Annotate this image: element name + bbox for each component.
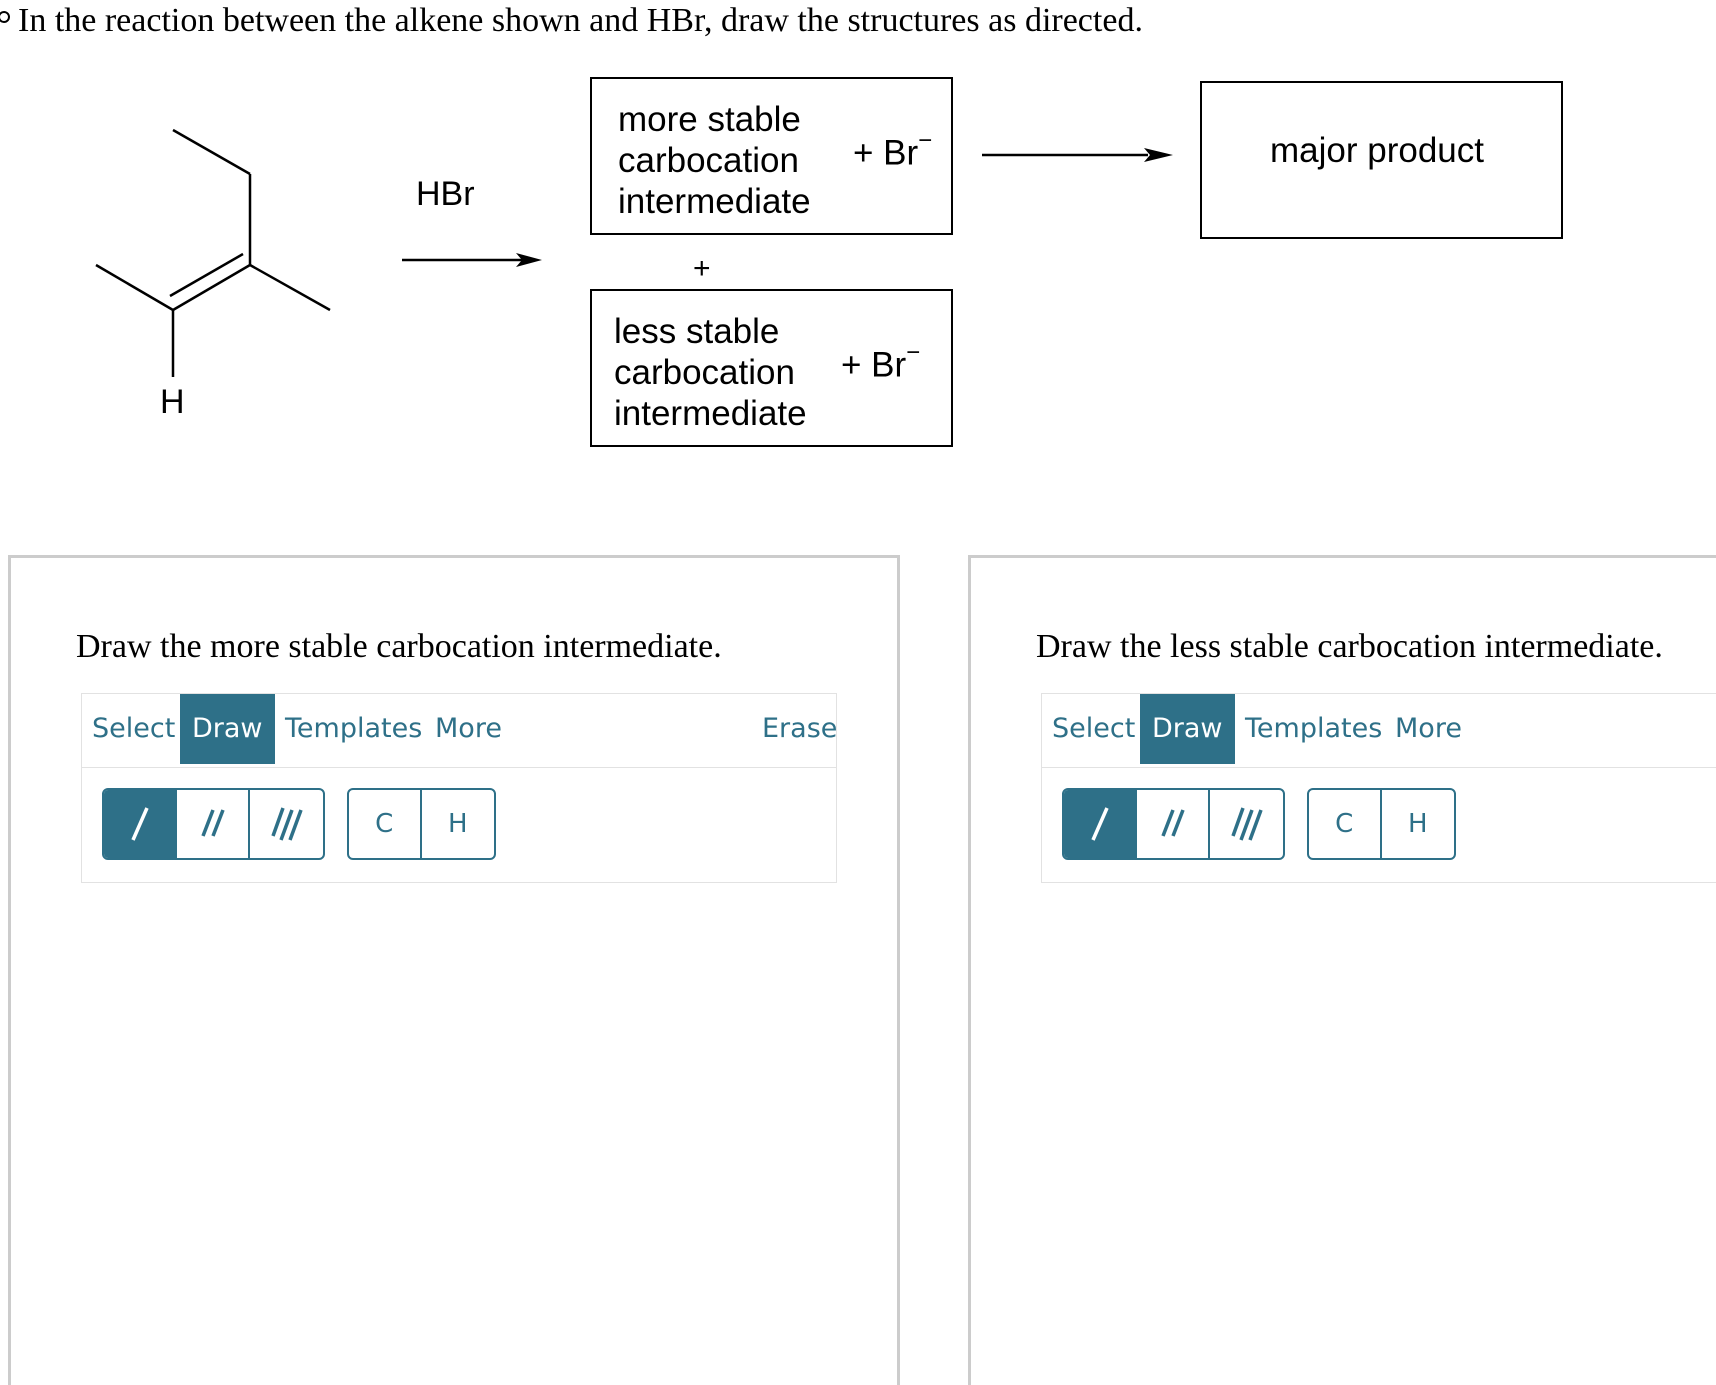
bond-ethyl-terminal bbox=[172, 128, 251, 176]
tab-templates[interactable]: Templates bbox=[1245, 713, 1383, 744]
sketcher-toolbar: Select Draw Templates More bbox=[1041, 693, 1716, 768]
tab-draw[interactable]: Draw bbox=[1140, 694, 1235, 764]
tab-select[interactable]: Select bbox=[1052, 713, 1136, 744]
triple-bond-icon bbox=[1230, 807, 1263, 841]
bond-methyl-left bbox=[95, 263, 174, 312]
more-stable-label: more stable carbocation intermediate bbox=[618, 100, 811, 221]
drawing-panel-less-stable: Draw the less stable carbocation interme… bbox=[968, 555, 1716, 1385]
hydrogen-atom-button[interactable]: H bbox=[1407, 809, 1428, 839]
bond-tool-group bbox=[1062, 788, 1285, 860]
double-bond-button[interactable] bbox=[1137, 790, 1210, 858]
more-stable-box: more stable carbocation intermediate + B… bbox=[590, 77, 953, 235]
bromide-ion: + Br− bbox=[841, 339, 921, 385]
tab-more[interactable]: More bbox=[1395, 713, 1462, 744]
carbon-atom-button[interactable]: C bbox=[349, 790, 422, 858]
bromide-ion: + Br− bbox=[853, 127, 933, 173]
double-bond-icon bbox=[1160, 809, 1185, 837]
bond-double-outer bbox=[172, 263, 251, 312]
major-product-box: major product bbox=[1200, 81, 1563, 239]
tab-more[interactable]: More bbox=[435, 713, 502, 744]
bond-tool-group bbox=[102, 788, 325, 860]
plus-sign: + bbox=[693, 252, 711, 285]
single-bond-button[interactable] bbox=[104, 790, 177, 858]
question-text: In the reaction between the alkene shown… bbox=[0, 2, 1143, 40]
draw-tools-bar: C H bbox=[1041, 768, 1716, 883]
bond-methyl-right bbox=[249, 263, 331, 312]
atom-tool-group: C H bbox=[347, 788, 496, 860]
less-stable-label: less stable carbocation intermediate bbox=[614, 312, 807, 433]
reagent-label: HBr bbox=[416, 175, 475, 213]
carbon-atom-button[interactable]: C bbox=[1309, 790, 1382, 858]
erase-button[interactable]: Erase bbox=[762, 713, 838, 744]
bullet-icon bbox=[0, 11, 10, 24]
less-stable-box: less stable carbocation intermediate + B… bbox=[590, 289, 953, 447]
triple-bond-button[interactable] bbox=[250, 790, 323, 858]
double-bond-button[interactable] bbox=[177, 790, 250, 858]
tab-select[interactable]: Select bbox=[92, 713, 176, 744]
tab-draw[interactable]: Draw bbox=[180, 694, 275, 764]
product-arrow-icon bbox=[982, 148, 1173, 162]
single-bond-icon bbox=[130, 807, 149, 841]
hydrogen-atom-button[interactable]: H bbox=[447, 809, 468, 839]
triple-bond-button[interactable] bbox=[1210, 790, 1283, 858]
atom-tool-group: C H bbox=[1307, 788, 1456, 860]
triple-bond-icon bbox=[270, 807, 303, 841]
sketcher-toolbar: Select Draw Templates More Erase bbox=[81, 693, 837, 768]
drawing-panel-more-stable: Draw the more stable carbocation interme… bbox=[8, 555, 900, 1385]
double-bond-icon bbox=[200, 809, 225, 837]
panel-title: Draw the less stable carbocation interme… bbox=[1036, 628, 1663, 665]
single-bond-button[interactable] bbox=[1064, 790, 1137, 858]
atom-h-label: H bbox=[160, 383, 185, 421]
bond-double-inner bbox=[169, 252, 244, 298]
reaction-arrow-icon bbox=[402, 253, 542, 267]
alkene-structure bbox=[95, 128, 331, 377]
panel-title: Draw the more stable carbocation interme… bbox=[76, 628, 722, 665]
single-bond-icon bbox=[1090, 807, 1109, 841]
major-product-label: major product bbox=[1270, 131, 1484, 170]
draw-tools-bar: C H bbox=[81, 768, 837, 883]
tab-templates[interactable]: Templates bbox=[285, 713, 423, 744]
